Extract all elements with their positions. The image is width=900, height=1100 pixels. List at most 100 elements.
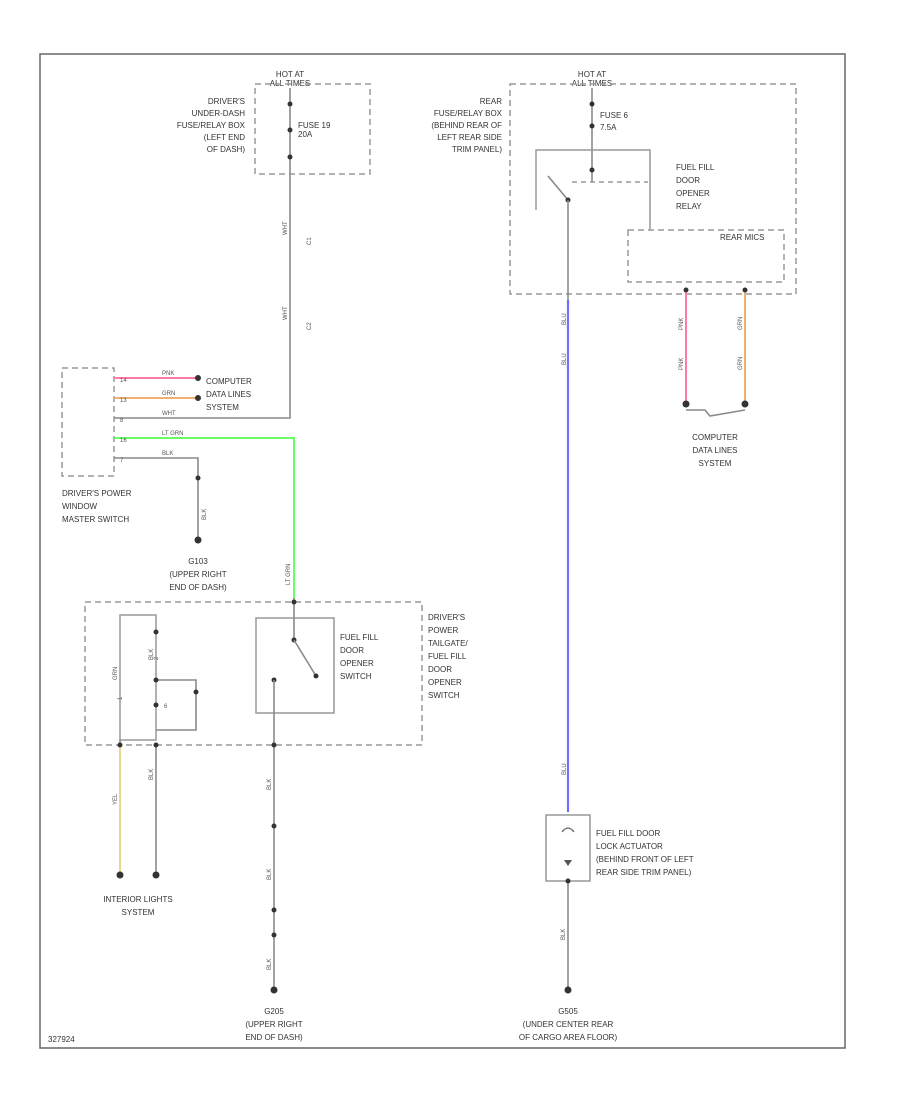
left-fuse-box-outline (254, 83, 371, 175)
wire-label-blu-bottom: BLU (562, 763, 568, 775)
g205-label-1: G205 (264, 1007, 284, 1016)
computer-right-label-2: DATA LINES (692, 446, 737, 455)
pin-pnk: 14 (120, 378, 127, 384)
wire-label-pnk-r2: PNK (679, 358, 685, 370)
tailgate-label-5: DOOR (428, 665, 452, 674)
tailgate-switch-box: 6 1 2 FUEL FILL DOOR OPENER SWITCH DRIVE… (84, 598, 468, 746)
pin-grn: 13 (120, 398, 127, 404)
left-fuse-loc-5: OF DASH) (207, 145, 246, 154)
fuel-fill-switch-label-2: DOOR (340, 646, 364, 655)
computer-data-lines-left: COMPUTER DATA LINES SYSTEM (206, 377, 252, 412)
wire-label-wht-c1: WHT (283, 221, 289, 235)
pin-a: 1 (118, 696, 124, 700)
g103-label-3: END OF DASH) (169, 583, 227, 592)
window-master-switch: 14 13 8 16 7 PNK GRN WHT LT GRN BLK BLK … (61, 367, 295, 598)
g103-label-1: G103 (188, 557, 208, 566)
left-fuse-hot-line1: HOT AT (276, 70, 304, 79)
wire-label-blk: BLK (162, 451, 173, 457)
computer-data-lines-right: PNK PNK GRN GRN COMPUTER DATA LINES SYST… (679, 287, 749, 468)
left-fuse-loc-2: UNDER-DASH (192, 109, 246, 118)
relay-outline (535, 149, 651, 230)
window-switch-label-3: MASTER SWITCH (62, 515, 129, 524)
right-fuse-loc-1: REAR (480, 97, 502, 106)
tailgate-label-1: DRIVER'S (428, 613, 465, 622)
fuel-fill-switch-outline (255, 617, 335, 714)
computer-left-label-2: DATA LINES (206, 390, 251, 399)
left-vertical-wire-labels: WHT C1 WHT C2 (283, 221, 313, 330)
g505-label-3: OF CARGO AREA FLOOR) (519, 1033, 618, 1042)
left-fuse-loc-1: DRIVER'S (208, 97, 245, 106)
left-fuse-loc-3: FUSE/RELAY BOX (177, 121, 246, 130)
pin-blk: 7 (120, 458, 124, 464)
fuel-fill-switch-label-4: SWITCH (340, 672, 372, 681)
window-switch-label-1: DRIVER'S POWER (62, 489, 132, 498)
right-fuse-loc-2: FUSE/RELAY BOX (434, 109, 503, 118)
diagram-frame (39, 53, 846, 1049)
wire-label-blu-top: BLU (562, 313, 568, 325)
right-fuse-loc-5: TRIM PANEL) (452, 145, 502, 154)
window-switch-outline (61, 367, 115, 477)
footer-code: 327924 (48, 1035, 75, 1044)
blue-wire-group: BLU BLU BLU (562, 300, 570, 812)
right-fuse-box: HOT AT ALL TIMES FUSE 6 7.5A REAR FUSE/R… (431, 70, 797, 300)
wire-label-grn-l: GRN (113, 667, 119, 680)
fuel-fill-switch-label-1: FUEL FILL (340, 633, 379, 642)
relay-label-1: FUEL FILL (676, 163, 715, 172)
fuel-door-actuator: BLK FUEL FILL DOOR LOCK ACTUATOR (BEHIND… (545, 814, 694, 994)
ground-g505: G505 (UNDER CENTER REAR OF CARGO AREA FL… (519, 1007, 618, 1042)
wire-label-blk-l2: BLK (149, 649, 155, 660)
g205-label-3: END OF DASH) (245, 1033, 303, 1042)
computer-left-label-3: SYSTEM (206, 403, 239, 412)
g205-label-2: (UPPER RIGHT (245, 1020, 302, 1029)
center-ground-wire: BLK BLK BLK G205 (UPPER RIGHT END OF DAS… (245, 742, 303, 1042)
green-wire (114, 437, 295, 598)
wire-label-pnk-r: PNK (679, 318, 685, 330)
wire-label-c1: C1 (307, 237, 313, 245)
pin-wht: 8 (120, 418, 124, 424)
g103-label-2: (UPPER RIGHT (169, 570, 226, 579)
interior-lights-label-2: SYSTEM (122, 908, 155, 917)
right-fuse-box-outline (509, 83, 797, 295)
relay-label-3: OPENER (676, 189, 710, 198)
actuator-label-1: FUEL FILL DOOR (596, 829, 661, 838)
computer-left-label-1: COMPUTER (206, 377, 252, 386)
wire-label-blk-c2: BLK (267, 869, 273, 880)
blk-ground-wire-left (114, 457, 199, 540)
rear-mics-outline (627, 229, 785, 283)
wire-label-wht: WHT (162, 411, 176, 417)
tailgate-label-7: SWITCH (428, 691, 460, 700)
wire-label-grn-r2: GRN (738, 357, 744, 370)
tailgate-label-6: OPENER (428, 678, 462, 687)
left-fuse-label-1: FUSE 19 (298, 121, 331, 130)
wire-label-ltgrn: LT GRN (162, 431, 183, 437)
actuator-outline (545, 814, 591, 882)
window-switch-label-2: WINDOW (62, 502, 98, 511)
wire-label-grn: GRN (162, 391, 175, 397)
right-fuse-hot-line1: HOT AT (578, 70, 606, 79)
wire-label-pnk: PNK (162, 371, 174, 377)
left-fuse-loc-4: (LEFT END (204, 133, 245, 142)
wire-label-blk-c1: BLK (267, 779, 273, 790)
computer-right-label-1: COMPUTER (692, 433, 738, 442)
right-fuse-loc-3: (BEHIND REAR OF (431, 121, 502, 130)
tailgate-label-4: FUEL FILL (428, 652, 467, 661)
fuel-fill-switch-label-3: OPENER (340, 659, 374, 668)
relay-label-4: RELAY (676, 202, 702, 211)
right-fuse-loc-4: LEFT REAR SIDE (437, 133, 502, 142)
interior-lights-label-1: INTERIOR LIGHTS (103, 895, 172, 904)
rear-mics-label: REAR MICS (720, 233, 764, 242)
actuator-label-2: LOCK ACTUATOR (596, 842, 663, 851)
actuator-label-3: (BEHIND FRONT OF LEFT (596, 855, 694, 864)
wire-label-blk-c3: BLK (267, 959, 273, 970)
interior-lights-wires: YEL BLK GRN BLK INTERIOR LIGHTS SYSTEM (103, 649, 172, 917)
wire-label-blk-act: BLK (561, 929, 567, 940)
actuator-label-4: REAR SIDE TRIM PANEL) (596, 868, 692, 877)
wht-feed-wire (120, 280, 291, 419)
pin-c: 6 (164, 704, 168, 710)
g505-label-2: (UNDER CENTER REAR (523, 1020, 614, 1029)
illumination-block (119, 614, 157, 741)
wire-label-blu-top2: BLU (562, 353, 568, 365)
ground-g103: G103 (UPPER RIGHT END OF DASH) (169, 557, 227, 592)
g505-label-1: G505 (558, 1007, 578, 1016)
